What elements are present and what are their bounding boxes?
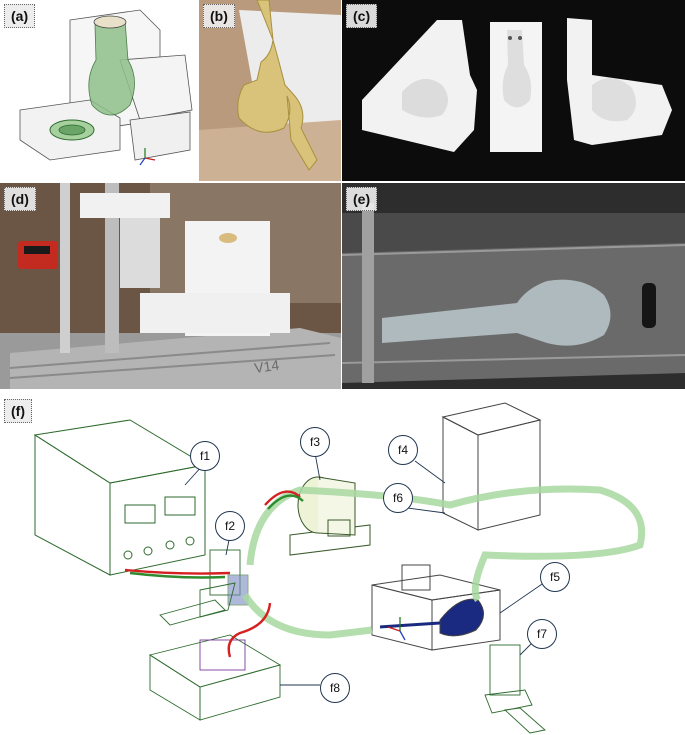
test-tank-drawing [371, 564, 501, 651]
panel-label: (c) [346, 4, 378, 28]
panel-f: f1 f2 f3 f4 f5 f6 f7 f8 (f) [0, 395, 685, 735]
panel-c: (c) [342, 0, 685, 181]
control-board-drawing [148, 634, 282, 721]
callout-f6: f6 [383, 483, 413, 513]
mold-cad-drawing [19, 9, 193, 166]
tubing-loop [242, 485, 646, 639]
panel-d: V14 (d) [0, 183, 341, 389]
panel-label: (f) [4, 399, 32, 423]
panel-a: (a) [0, 0, 198, 181]
holder-stand-drawing [484, 644, 546, 734]
green-wire [129, 494, 304, 579]
panel-e: (e) [342, 183, 685, 389]
stage-marking: V14 [253, 357, 280, 376]
callout-f5: f5 [540, 562, 570, 592]
callout-f3: f3 [300, 427, 330, 457]
mold-parts-photo [342, 0, 685, 181]
reservoir-drawing [441, 402, 542, 531]
callout-f4: f4 [388, 435, 418, 465]
callout-f8: f8 [320, 673, 350, 703]
panel-label: (b) [203, 4, 235, 28]
panel-b: (b) [199, 0, 341, 181]
casting-rig-photo: V14 [0, 183, 341, 389]
power-supply-drawing [33, 419, 207, 576]
callout-f2: f2 [215, 511, 245, 541]
panel-label: (d) [4, 187, 36, 211]
red-wire [124, 490, 301, 658]
callout-f1: f1 [190, 441, 220, 471]
panel-label: (e) [346, 187, 378, 211]
flow-loop-schematic [33, 402, 646, 734]
callout-f7: f7 [527, 619, 557, 649]
panel-label: (a) [4, 4, 36, 28]
cast-model-photo [199, 0, 341, 181]
phantom-tank-photo [342, 183, 685, 389]
